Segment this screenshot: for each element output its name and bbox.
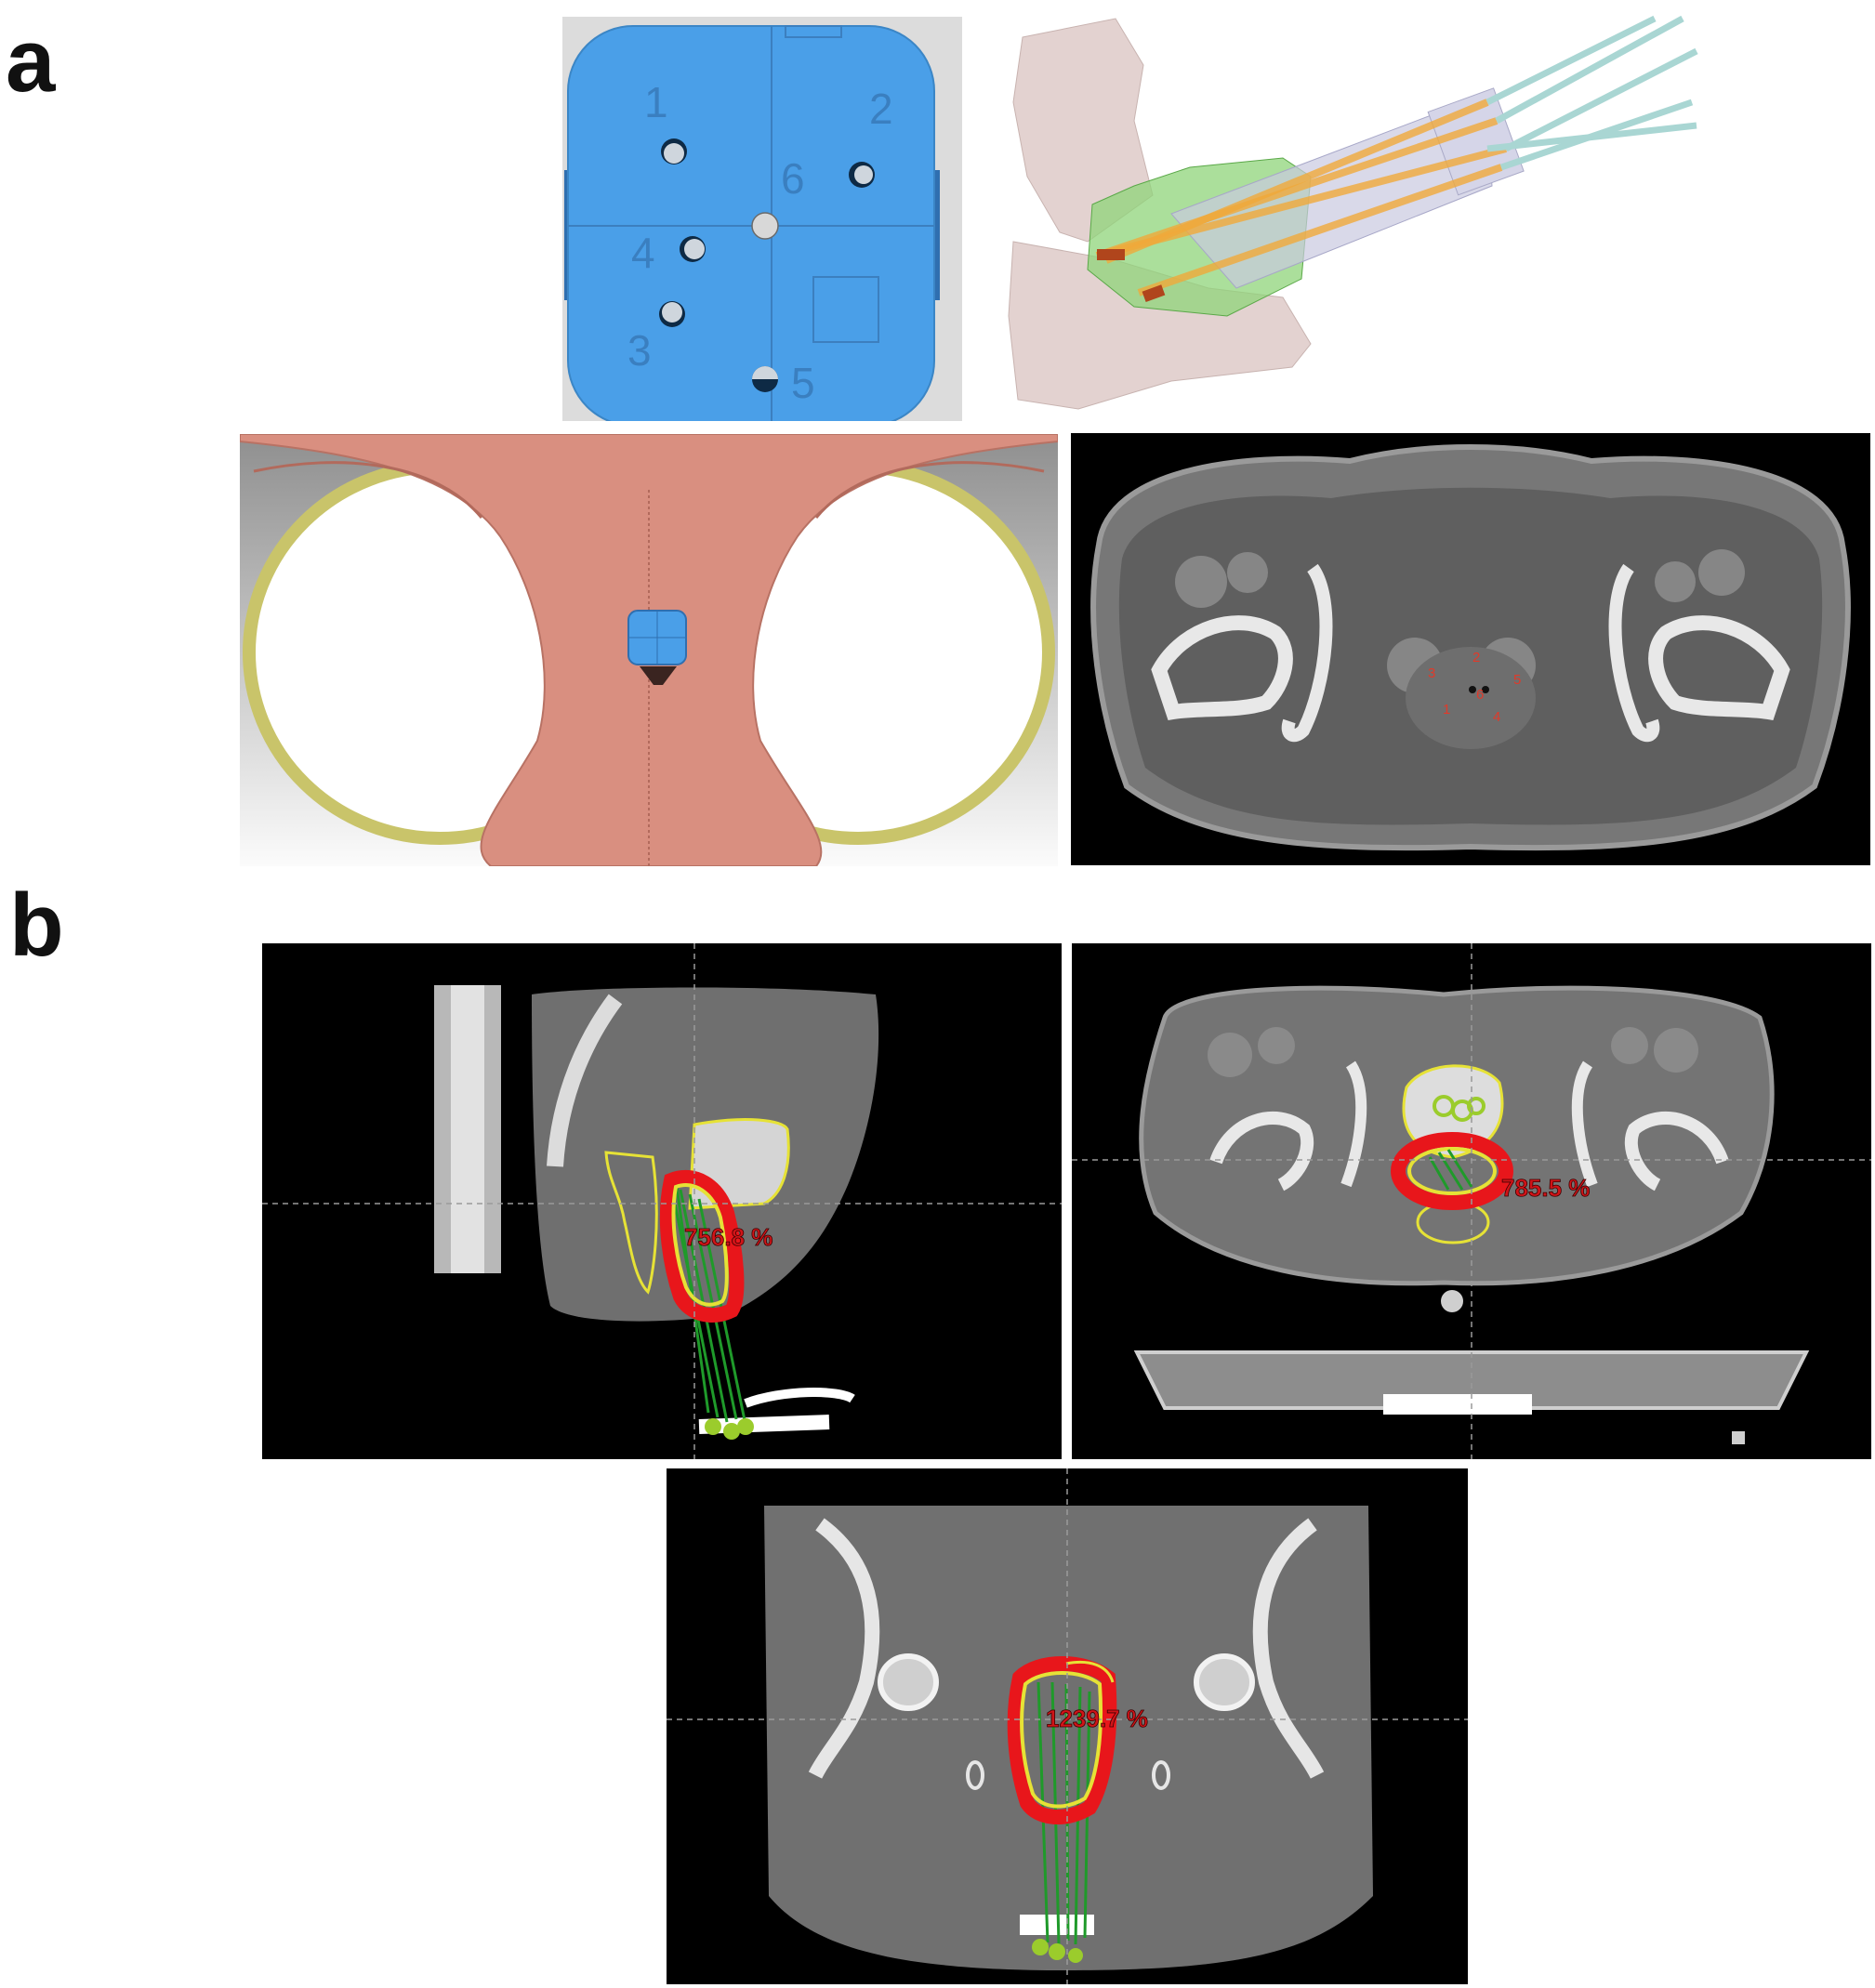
dose-label-coronal: 1239.7 %: [1046, 1705, 1148, 1732]
ct-hole-label: 3: [1428, 665, 1435, 681]
template-hole-label: 1: [644, 78, 668, 126]
needle-organ-svg: [1008, 15, 1698, 410]
dose-coronal-svg: 1239.7 %: [667, 1468, 1468, 1984]
template-3d-view: 1 2 3 4 5 6: [562, 17, 962, 421]
skin-surface-svg: [240, 434, 1058, 866]
dose-coronal-view: 1239.7 %: [667, 1468, 1468, 1984]
ct-hole-label: 6: [1476, 687, 1484, 703]
template-hole-label: 4: [631, 229, 655, 277]
ct-hole-label: 4: [1493, 709, 1500, 725]
template-hole-label: 3: [627, 326, 652, 375]
template-3d-svg: 1 2 3 4 5 6: [562, 17, 962, 421]
ct-hole-label: 2: [1472, 650, 1480, 665]
panel-label-a: a: [6, 11, 56, 111]
dose-label-axial: 785.5 %: [1501, 1174, 1590, 1202]
dose-label-sagittal: 756.8 %: [684, 1223, 772, 1251]
ct-axial-slice-a: 1 2 3 4 5 6: [1071, 433, 1870, 865]
skin-surface-3d-view: [240, 434, 1058, 866]
dose-sagittal-svg: 756.8 %: [262, 943, 1062, 1459]
needle-organ-3d-view: [1004, 9, 1710, 423]
dose-axial-view: 785.5 %: [1072, 943, 1871, 1459]
panel-label-b: b: [9, 876, 64, 975]
ct-hole-label: 5: [1513, 672, 1521, 688]
template-hole-label: 6: [781, 154, 805, 203]
dose-sagittal-view: 756.8 %: [262, 943, 1062, 1459]
ct-axial-a-svg: 1 2 3 4 5 6: [1071, 433, 1870, 865]
ct-hole-label: 1: [1443, 702, 1450, 718]
dose-axial-svg: 785.5 %: [1072, 943, 1871, 1459]
template-hole-label: 2: [869, 85, 893, 133]
template-hole-label: 5: [791, 359, 815, 407]
